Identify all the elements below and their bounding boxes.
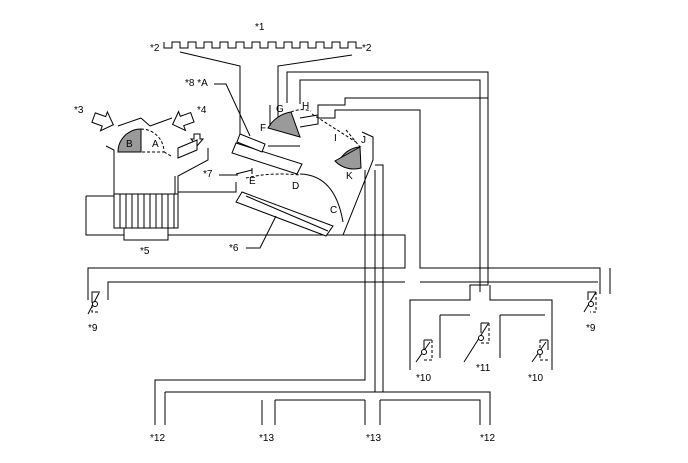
recirc-air-arrow-icon bbox=[171, 110, 195, 132]
face-duct bbox=[269, 71, 611, 370]
label-13-right: *13 bbox=[366, 433, 381, 444]
label-7: *7 bbox=[203, 169, 213, 180]
register-11 bbox=[463, 322, 490, 363]
door-label-c: C bbox=[330, 205, 337, 216]
door-label-g: G bbox=[276, 104, 284, 115]
air-mix-wall bbox=[299, 173, 344, 223]
door-label-f: F bbox=[260, 123, 266, 134]
door-label-k: K bbox=[346, 171, 353, 182]
door-label-j: J bbox=[361, 135, 366, 146]
door-i bbox=[345, 129, 361, 148]
door-f-g bbox=[267, 111, 301, 138]
side-duct bbox=[87, 234, 598, 300]
label-1: *1 bbox=[255, 22, 265, 33]
label-13-left: *13 bbox=[259, 433, 274, 444]
door-label-h: H bbox=[302, 101, 309, 112]
door-label-i: I bbox=[334, 133, 337, 144]
label-4: *4 bbox=[197, 105, 207, 116]
door-label-a: A bbox=[152, 139, 159, 150]
door-label-e: E bbox=[249, 176, 256, 187]
leader-6 bbox=[246, 215, 277, 249]
evaporator bbox=[235, 191, 334, 237]
label-9-right: *9 bbox=[586, 323, 596, 334]
label-11: *11 bbox=[476, 363, 491, 374]
door-b bbox=[117, 128, 142, 153]
fresh-air-arrow-icon bbox=[91, 110, 115, 132]
door-label-d: D bbox=[292, 181, 299, 192]
intake-section bbox=[91, 110, 205, 159]
label-8a: *8 *A bbox=[185, 78, 208, 89]
label-10-right: *10 bbox=[528, 373, 543, 384]
label-10-left: *10 bbox=[416, 373, 431, 384]
foot-duct bbox=[154, 164, 491, 425]
defroster-duct-right bbox=[277, 54, 353, 118]
label-3: *3 bbox=[74, 105, 84, 116]
blower-fan bbox=[113, 193, 179, 241]
air-mix-door bbox=[245, 173, 301, 179]
door-label-b: B bbox=[126, 139, 133, 150]
register-9-left bbox=[87, 291, 100, 315]
register-10-right bbox=[531, 339, 549, 363]
label-9-left: *9 bbox=[88, 323, 98, 334]
label-6: *6 bbox=[229, 243, 239, 254]
defroster-nozzle bbox=[163, 41, 362, 49]
label-2-left: *2 bbox=[150, 43, 160, 54]
register-10-left bbox=[415, 339, 433, 363]
label-2-right: *2 bbox=[362, 43, 372, 54]
register-9-right bbox=[583, 291, 597, 313]
leader-8a bbox=[214, 83, 251, 137]
door-h bbox=[311, 113, 357, 143]
label-12-left: *12 bbox=[150, 433, 165, 444]
label-12-right: *12 bbox=[480, 433, 495, 444]
label-5: *5 bbox=[140, 246, 150, 257]
heater-core bbox=[231, 133, 303, 175]
